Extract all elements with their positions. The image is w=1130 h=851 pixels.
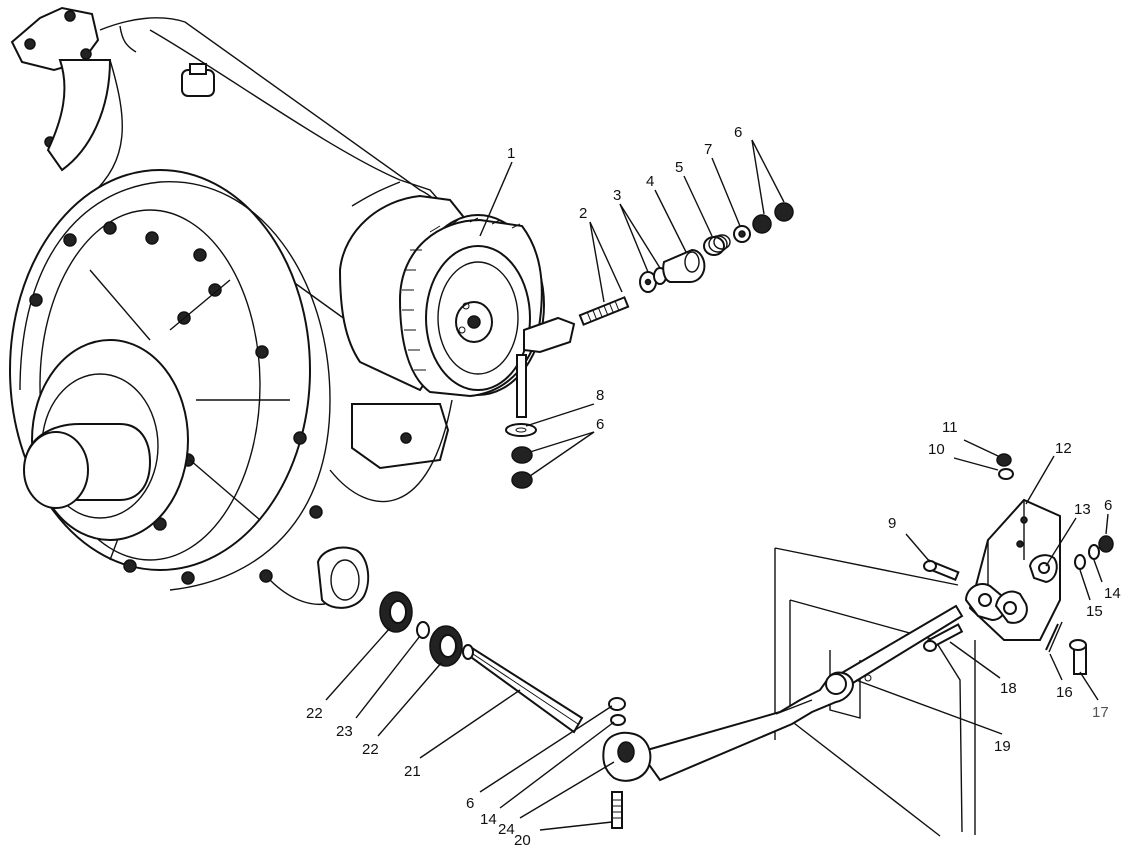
callout-4: 4 (646, 173, 654, 190)
callout-21: 21 (404, 763, 421, 780)
bracket-fasteners (923, 453, 1114, 675)
callout-11: 11 (942, 419, 958, 436)
callout-22-left: 22 (306, 705, 323, 722)
callout-3: 3 (613, 187, 621, 204)
callout-16: 16 (1056, 684, 1073, 701)
callout-12: 12 (1055, 440, 1072, 457)
part-5-spring (703, 234, 731, 256)
part-1-brake-drum (338, 194, 576, 418)
callout-14-bottom: 14 (480, 811, 497, 828)
callout-6-top: 6 (734, 124, 742, 141)
callout-1: 1 (507, 145, 515, 162)
pedal-lever (602, 604, 964, 829)
rod-nut-group (505, 423, 537, 489)
callout-5: 5 (675, 159, 683, 176)
callout-6-mid: 6 (596, 416, 604, 433)
callout-18: 18 (1000, 680, 1017, 697)
pedal-frame (774, 547, 976, 837)
callout-6-bottom: 6 (466, 795, 474, 812)
transmission-housing (9, 6, 453, 609)
callout-15: 15 (1086, 603, 1103, 620)
lower-shaft-assembly (379, 591, 584, 734)
callout-19: 19 (994, 738, 1011, 755)
callout-6-right: 6 (1104, 497, 1112, 514)
callout-13: 13 (1074, 501, 1091, 518)
adjuster-parts (578, 202, 794, 326)
callout-22-right: 22 (362, 741, 379, 758)
part-2-threaded-rod (578, 296, 630, 326)
callout-2: 2 (579, 205, 587, 222)
callout-17: 17 (1092, 704, 1109, 721)
callout-14-right: 14 (1104, 585, 1121, 602)
callout-24: 24 (498, 821, 515, 838)
callout-9: 9 (888, 515, 896, 532)
callout-labels: 1 2 3 4 5 7 6 8 6 11 10 12 9 13 6 14 15 … (306, 124, 1121, 849)
callout-20: 20 (514, 832, 531, 849)
callout-7: 7 (704, 141, 712, 158)
callout-10: 10 (928, 441, 945, 458)
leader-lines (325, 139, 1109, 831)
bracket-12 (964, 498, 1061, 641)
callout-23: 23 (336, 723, 353, 740)
callout-8: 8 (596, 387, 604, 404)
